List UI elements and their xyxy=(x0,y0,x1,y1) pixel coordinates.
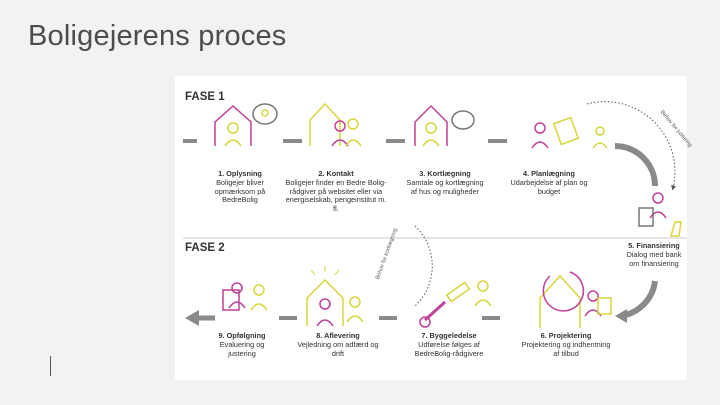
step-4-desc: Udarbejdelse af plan og budget xyxy=(510,177,588,196)
step4-icon xyxy=(531,116,608,149)
step-6: 6. Projektering Projektering og indhentn… xyxy=(520,331,612,358)
step-4: 4. Planlægning Udarbejdelse af plan og b… xyxy=(507,169,591,196)
left-arrow xyxy=(185,310,215,326)
process-diagram-graphics xyxy=(183,101,687,328)
step7-icon xyxy=(419,280,492,328)
phase2-label: FASE 2 xyxy=(185,242,225,254)
step-1-desc: Boligejer bliver opmærksom på BedreBolig xyxy=(214,177,266,205)
step-9: 9. Opfølgning Evaluering og justering xyxy=(205,331,279,358)
step-2: 2. Kontakt Boligejer finder en Bedre Bol… xyxy=(285,169,387,214)
step-5: 5. Finansiering Dialog med bank om finan… xyxy=(621,241,687,268)
step-4-title: 4. Planlægning xyxy=(523,169,575,178)
step-2-title: 2. Kontakt xyxy=(318,169,354,178)
kortlaegning-loop xyxy=(414,225,433,307)
step-3-desc: Samtale og kortlægning af hus og mulighe… xyxy=(406,177,484,196)
step-7-desc: Udførelse følges af BedreBolig-rådgivere xyxy=(414,339,484,358)
step3-icon xyxy=(414,104,475,147)
right-arc xyxy=(614,143,658,319)
step-5-title: 5. Finansiering xyxy=(628,241,680,250)
step-5-desc: Dialog med bank om finansiering xyxy=(626,249,682,268)
step-9-desc: Evaluering og justering xyxy=(219,339,265,358)
step-1: 1. Oplysning Boligejer bliver opmærksom … xyxy=(197,169,283,205)
slide-title: Boligejerens proces xyxy=(28,20,287,52)
step2-icon xyxy=(309,102,362,147)
phase1-label: FASE 1 xyxy=(185,91,225,103)
process-diagram: FASE 1 FASE 2 Behov for justering Behov … xyxy=(175,76,693,380)
step-6-title: 6. Projektering xyxy=(540,331,592,340)
step-8-desc: Vejledning om adfærd og drift xyxy=(297,339,379,358)
step-8-title: 8. Aflevering xyxy=(316,331,360,340)
step-3: 3. Kortlægning Samtale og kortlægning af… xyxy=(403,169,487,196)
step-6-desc: Projektering og indhentning af tilbud xyxy=(521,339,611,358)
step-1-title: 1. Oplysning xyxy=(218,169,262,178)
step1-icon xyxy=(214,103,278,147)
step-3-title: 3. Kortlægning xyxy=(419,169,471,178)
step8-icon xyxy=(306,266,364,327)
left-divider xyxy=(50,356,51,376)
step-2-desc: Boligejer finder en Bedre Bolig-rådgiver… xyxy=(285,177,387,214)
step-7-title: 7. Byggeledelse xyxy=(421,331,477,340)
step-7: 7. Byggeledelse Udførelse følges af Bedr… xyxy=(401,331,497,358)
step9-icon xyxy=(222,282,268,311)
step-8: 8. Aflevering Vejledning om adfærd og dr… xyxy=(297,331,379,358)
step6-icon xyxy=(539,271,612,328)
step5-icon xyxy=(638,192,682,237)
step-9-title: 9. Opfølgning xyxy=(218,331,266,340)
